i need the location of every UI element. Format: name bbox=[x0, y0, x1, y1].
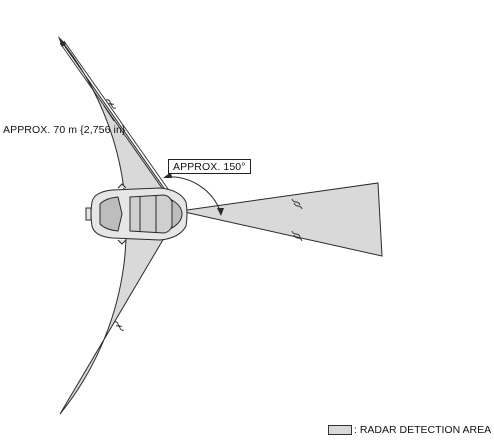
range-dimension-line-edge bbox=[63, 40, 181, 207]
long-range-beam-area bbox=[179, 182, 383, 257]
legend: : RADAR DETECTION AREA bbox=[328, 424, 491, 436]
range-arrowhead-top bbox=[58, 36, 66, 47]
range-label: APPROX. 70 m {2,756 in} bbox=[3, 124, 126, 136]
leader-line-range bbox=[103, 105, 115, 122]
break-marks bbox=[105, 99, 303, 331]
vehicle-icon bbox=[85, 183, 188, 245]
range-dimension-line bbox=[59, 42, 177, 209]
legend-swatch bbox=[328, 425, 352, 435]
angle-arc bbox=[165, 176, 222, 214]
angle-label: APPROX. 150° bbox=[168, 159, 251, 174]
legend-label: : RADAR DETECTION AREA bbox=[354, 424, 492, 436]
angle-arrowhead-right bbox=[217, 208, 224, 216]
